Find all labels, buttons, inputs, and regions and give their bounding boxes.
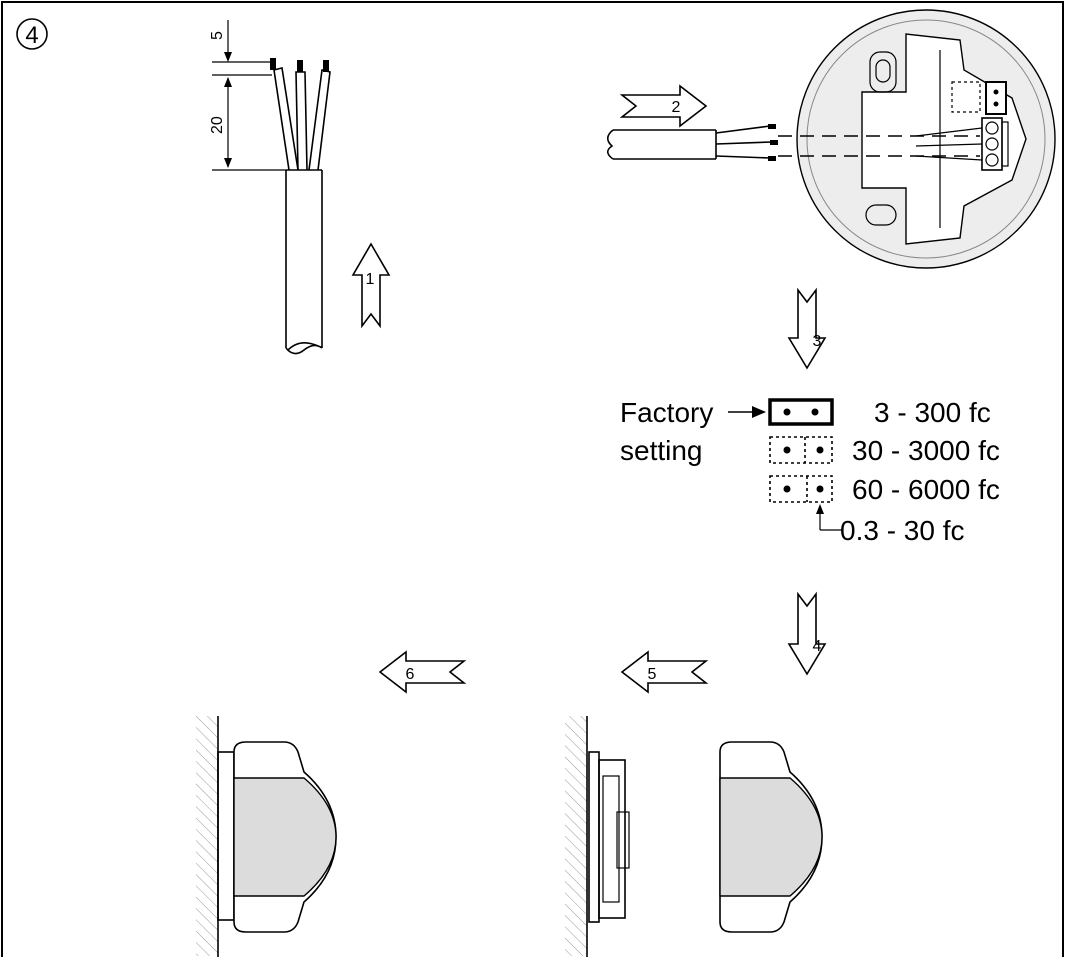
terminal-block — [981, 117, 1003, 171]
range-4: 0.3 - 30 fc — [840, 515, 965, 546]
step-arrow-5-label: 5 — [648, 666, 657, 683]
factory-label-line2: setting — [620, 435, 703, 466]
step-arrow-2-label: 2 — [672, 99, 681, 116]
sensor-base — [796, 9, 1056, 269]
range-3: 60 - 6000 fc — [852, 474, 1000, 505]
step-arrow-4-label: 4 — [813, 638, 822, 655]
step-number: 4 — [25, 22, 38, 49]
step-arrow-6-label: 6 — [406, 666, 415, 683]
factory-label-line1: Factory — [620, 397, 713, 428]
sensor-cover-detached — [719, 741, 823, 933]
dim-sheath-strip: 20 — [209, 116, 226, 134]
stripped-cable: 5 20 — [209, 20, 331, 355]
jumper-30-3000 — [769, 436, 833, 464]
step-arrow-2: 2 — [619, 84, 708, 128]
sensor-mounted — [217, 741, 337, 933]
jumper-pins-preview — [951, 81, 981, 113]
step-arrow-1-label: 1 — [366, 271, 375, 288]
step-arrow-5: 5 — [620, 650, 709, 694]
step-arrow-4: 4 — [787, 591, 827, 676]
cable-horizontal — [606, 124, 778, 161]
range-2: 30 - 3000 fc — [852, 435, 1000, 466]
step-arrow-3: 3 — [787, 287, 827, 370]
step-arrow-3-label: 3 — [813, 333, 822, 350]
mounted-base — [588, 751, 630, 923]
step-badge: 4 — [16, 18, 48, 50]
range-1: 3 - 300 fc — [874, 397, 991, 428]
jumper-60-6000 — [769, 475, 833, 503]
step-arrow-1: 1 — [351, 242, 391, 329]
step-arrow-6: 6 — [378, 650, 467, 694]
wall-right — [565, 716, 588, 957]
jumper-settings: Factory setting 3 - 300 fc 30 - 3000 fc … — [620, 397, 1000, 546]
jumper-factory — [768, 398, 834, 426]
wall-left — [196, 716, 219, 957]
dim-strip-length: 5 — [209, 31, 226, 40]
cable-path-dashed — [778, 135, 980, 157]
